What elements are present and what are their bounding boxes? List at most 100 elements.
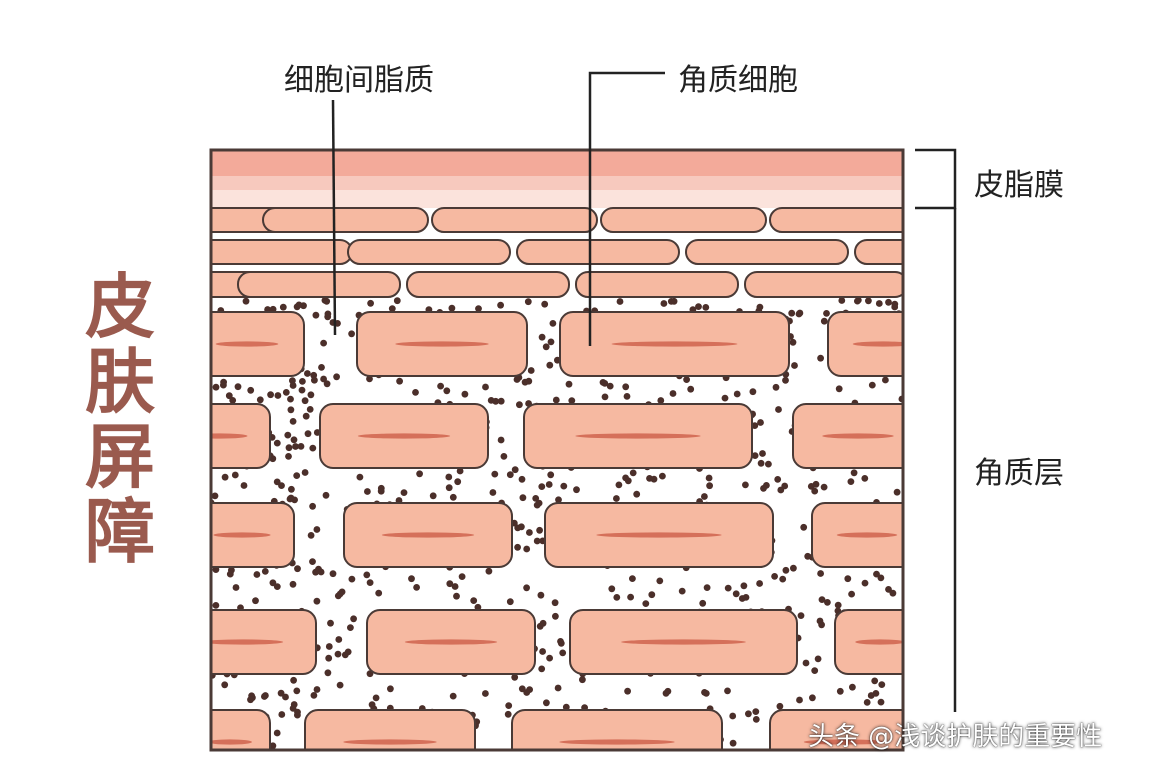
watermark: 头条 @浅谈护肤的重要性	[808, 722, 1103, 752]
lipid-dot	[225, 392, 233, 400]
lipid-dot	[615, 481, 623, 489]
lipid-dot	[229, 397, 237, 404]
corneocyte-nucleus-line	[211, 639, 284, 645]
lipid-dot	[356, 473, 364, 481]
corneocyte-nucleus-line	[596, 532, 722, 538]
lipid-dot	[400, 489, 408, 496]
lipid-dot	[782, 566, 790, 574]
lipid-dot	[861, 475, 869, 482]
lipid-dot	[752, 708, 760, 715]
lipid-dot	[844, 575, 852, 583]
lipid-dot	[445, 473, 453, 481]
lipid-dot	[733, 390, 741, 398]
lipid-dot	[289, 382, 297, 389]
corneocyte	[304, 709, 476, 750]
lipid-dot	[765, 460, 772, 468]
lipid-dot	[885, 298, 892, 306]
lipid-dot	[559, 649, 567, 657]
lipid-dot	[729, 739, 737, 747]
flat-corneocyte	[600, 207, 767, 233]
lipid-dot	[552, 612, 559, 620]
lipid-dot	[820, 483, 828, 491]
lipid-dot	[740, 582, 748, 590]
lipid-dot	[448, 304, 456, 312]
lipid-dot	[416, 470, 423, 478]
corneocyte-nucleus-line	[575, 433, 701, 439]
lipid-dot	[871, 677, 879, 685]
lipid-dot	[312, 311, 320, 319]
corneocyte-nucleus-line	[211, 739, 252, 745]
lipid-dot	[282, 693, 289, 701]
lipid-dot	[348, 575, 356, 583]
lipid-dot	[824, 599, 831, 606]
lipid-dot	[893, 488, 901, 496]
lipid-dot	[875, 300, 883, 307]
lipid-dot	[506, 471, 514, 479]
lipid-dot	[294, 708, 301, 716]
lipid-dot	[504, 710, 512, 718]
lipid-dot	[526, 529, 533, 536]
lipid-dot	[721, 394, 729, 402]
lipid-dot	[656, 577, 664, 585]
lipid-dot	[606, 382, 614, 390]
lipid-dot	[491, 470, 499, 478]
lipid-dot	[555, 496, 562, 504]
lipid-dot	[505, 702, 513, 709]
lipid-dot	[877, 698, 885, 706]
lipid-dot	[318, 364, 325, 371]
lipid-dot	[627, 593, 634, 601]
diagram-border	[209, 148, 905, 752]
lipid-leader-line	[331, 99, 337, 336]
lipid-dot	[335, 636, 343, 643]
lipid-dot	[542, 343, 550, 351]
lipid-dot	[309, 444, 317, 452]
diagram-content	[211, 150, 903, 750]
lipid-dot	[261, 693, 268, 700]
lipid-dot	[702, 304, 710, 311]
lipid-dot	[648, 591, 656, 599]
lipid-dot	[366, 579, 374, 586]
lipid-dot	[304, 430, 312, 438]
lipid-dot	[482, 690, 489, 697]
lipid-dot	[759, 450, 766, 457]
lipid-dot	[562, 703, 570, 711]
lipid-dot	[363, 571, 371, 579]
lipid-dot	[877, 574, 885, 582]
lipid-dot	[348, 330, 355, 338]
lipid-dot	[212, 602, 220, 609]
lipid-dot	[492, 397, 500, 405]
lipid-dot	[749, 388, 757, 396]
lipid-dot	[313, 597, 321, 605]
lipid-dot	[304, 370, 311, 377]
lipid-dot	[289, 580, 297, 588]
lipid-dot	[521, 378, 529, 386]
lipid-dot	[474, 603, 482, 611]
corneocyte-nucleus-line	[855, 639, 903, 645]
lipid-dot	[256, 396, 264, 404]
corneocyte-nucleus-line	[404, 639, 498, 645]
lipid-dot	[797, 612, 805, 619]
lipid-dot	[836, 687, 844, 695]
flat-corneocyte	[854, 239, 903, 265]
lipid-dot	[226, 570, 234, 578]
lipid-dot	[834, 601, 842, 609]
lipid-dot	[372, 694, 380, 702]
lipid-dot	[267, 391, 274, 399]
lipid-dot	[413, 584, 420, 591]
lipid-dot	[738, 595, 746, 602]
lipid-dot	[579, 676, 586, 684]
lipid-dot	[791, 362, 798, 369]
lipid-dot	[290, 436, 298, 444]
lipid-dot	[538, 333, 546, 341]
lipid-dot	[601, 380, 609, 387]
lipid-dot	[232, 584, 240, 591]
lipid-dot	[519, 494, 527, 502]
lipid-dot	[311, 376, 318, 384]
lipid-dot	[253, 571, 261, 578]
lipid-dot	[289, 418, 297, 425]
lipid-dot	[629, 469, 637, 477]
lipid-dot	[789, 338, 797, 346]
lipid-dot	[543, 699, 550, 707]
lipid-dot	[485, 567, 493, 575]
lipid-dot	[613, 495, 620, 502]
